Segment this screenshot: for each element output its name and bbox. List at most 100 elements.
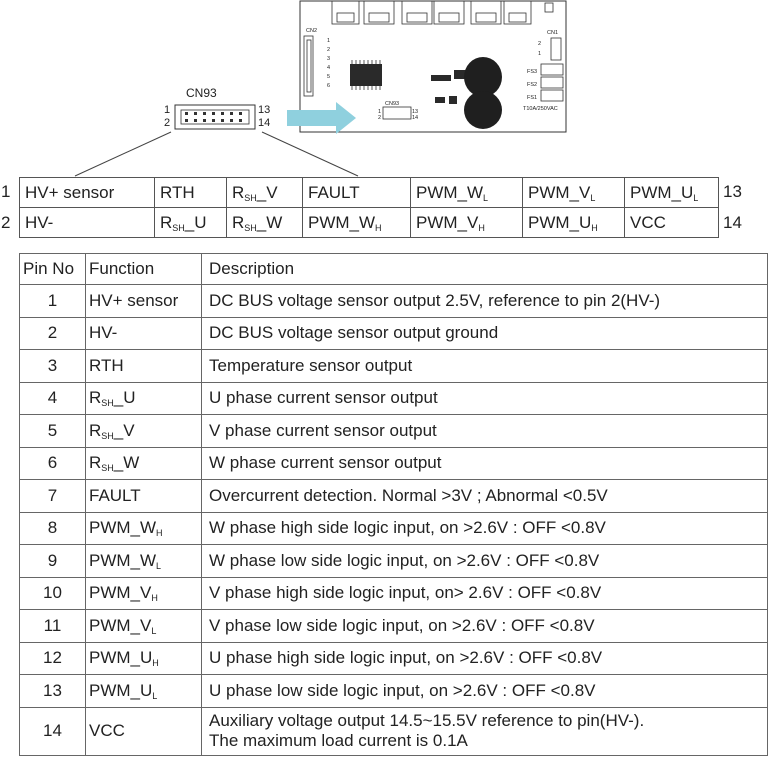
function-subscript: L bbox=[156, 560, 162, 571]
pin-number-cell: 7 bbox=[19, 479, 86, 513]
pin-grid-cell: HV+ sensor bbox=[19, 177, 155, 208]
cn2-label: CN2 bbox=[306, 28, 317, 34]
cn2-pin-label: 6 bbox=[327, 83, 330, 89]
function-subscript: SH bbox=[101, 463, 114, 474]
function-header: Function bbox=[85, 253, 202, 285]
cn93-small-pin-label: 1 bbox=[378, 109, 381, 115]
description-cell: Auxiliary voltage output 14.5~15.5V refe… bbox=[201, 706, 768, 756]
pin-grid-cell-text: VCC bbox=[630, 212, 666, 232]
description-cell: U phase high side logic input, on >2.6V … bbox=[201, 641, 768, 675]
pin-number-cell: 4 bbox=[19, 381, 86, 415]
function-suffix: _U bbox=[113, 388, 136, 408]
cn2-pin-label: 2 bbox=[327, 47, 330, 53]
description-cell: U phase current sensor output bbox=[201, 381, 768, 415]
function-cell: PWM_UL bbox=[85, 674, 202, 708]
description-cell: Overcurrent detection. Normal >3V ; Abno… bbox=[201, 479, 768, 513]
pin-number-cell: 1 bbox=[19, 284, 86, 318]
description-cell: W phase high side logic input, on >2.6V … bbox=[201, 511, 768, 545]
pin-number-cell: 8 bbox=[19, 511, 86, 545]
cn1-pin-label: 2 bbox=[538, 41, 541, 47]
function-cell: PWM_VH bbox=[85, 576, 202, 610]
pin-grid-cell: PWM_UH bbox=[522, 207, 625, 238]
cn93-small-pin-label: 13 bbox=[412, 109, 418, 115]
pin-grid-cell: FAULT bbox=[302, 177, 411, 208]
function-text: R bbox=[89, 453, 102, 473]
pin-no-header: Pin No bbox=[19, 253, 86, 285]
cn93-small-pin-label: 14 bbox=[412, 115, 418, 121]
pin-grid-cell: HV- bbox=[19, 207, 155, 238]
description-cell: DC BUS voltage sensor output 2.5V, refer… bbox=[201, 284, 768, 318]
description-cell: W phase current sensor output bbox=[201, 446, 768, 480]
pin-grid-cell: RSH_W bbox=[226, 207, 303, 238]
fs2-label: FS2 bbox=[527, 82, 537, 88]
pin-grid-cell-subscript: H bbox=[478, 222, 485, 233]
function-cell: RTH bbox=[85, 349, 202, 383]
cn2-pin-label: 4 bbox=[327, 65, 330, 71]
table-header-row: Pin No Function Description bbox=[19, 253, 768, 285]
arrow-icon bbox=[287, 102, 356, 134]
pin-number-cell: 14 bbox=[19, 706, 86, 756]
grid-row-14-number: 14 bbox=[723, 213, 742, 232]
grid-row-2-number: 2 bbox=[1, 213, 11, 232]
function-cell: VCC bbox=[85, 706, 202, 756]
function-subscript: L bbox=[152, 690, 158, 701]
function-subscript: H bbox=[152, 658, 159, 669]
pin-grid-cell: RSH_U bbox=[154, 207, 227, 238]
pin-grid-cell: RTH bbox=[154, 177, 227, 208]
cn93-label: CN93 bbox=[186, 86, 217, 100]
function-text: R bbox=[89, 420, 102, 440]
pin-grid-cell: PWM_WH bbox=[302, 207, 411, 238]
pin-grid-cell-text: PWM_W bbox=[308, 212, 376, 232]
function-cell: FAULT bbox=[85, 479, 202, 513]
pin-number-cell: 10 bbox=[19, 576, 86, 610]
pin-number-cell: 12 bbox=[19, 641, 86, 675]
pin-grid-cell-text: RTH bbox=[160, 182, 195, 202]
function-subscript: H bbox=[156, 528, 163, 539]
function-cell: HV- bbox=[85, 316, 202, 350]
function-cell: PWM_VL bbox=[85, 609, 202, 643]
pin-grid-cell-subscript: L bbox=[590, 192, 596, 203]
pin-grid-cell-subscript: H bbox=[591, 222, 598, 233]
pin-number-cell: 9 bbox=[19, 544, 86, 578]
description-cell: V phase low side logic input, on >2.6V :… bbox=[201, 609, 768, 643]
pin-number-cell: 2 bbox=[19, 316, 86, 350]
pin-number-cell: 13 bbox=[19, 674, 86, 708]
pin-grid-cell-text: R bbox=[232, 182, 245, 202]
cn93-connector bbox=[174, 104, 256, 130]
fs1-label: FS1 bbox=[527, 95, 537, 101]
function-cell: PWM_WH bbox=[85, 511, 202, 545]
function-text: PWM_W bbox=[89, 518, 157, 538]
grid-row-1-number: 1 bbox=[1, 182, 11, 201]
function-subscript: H bbox=[151, 593, 158, 604]
function-suffix: _W bbox=[113, 453, 140, 473]
pin-number-cell: 6 bbox=[19, 446, 86, 480]
pin-number-cell: 11 bbox=[19, 609, 86, 643]
function-text: HV+ sensor bbox=[89, 290, 179, 310]
pin-grid-cell-suffix: _V bbox=[256, 182, 278, 202]
pin-grid-cell-suffix: _W bbox=[256, 212, 283, 232]
pin-grid-cell-text: FAULT bbox=[308, 182, 360, 202]
function-text: PWM_U bbox=[89, 648, 153, 668]
fuse-rating-label: T10A/250VAC bbox=[523, 106, 558, 112]
function-cell: RSH_W bbox=[85, 446, 202, 480]
description-cell: V phase current sensor output bbox=[201, 414, 768, 448]
pin-grid-cell-subscript: SH bbox=[244, 192, 257, 203]
function-cell: HV+ sensor bbox=[85, 284, 202, 318]
function-text: R bbox=[89, 388, 102, 408]
function-cell: RSH_V bbox=[85, 414, 202, 448]
function-subscript: SH bbox=[101, 398, 114, 409]
function-cell: PWM_UH bbox=[85, 641, 202, 675]
pin-grid-cell: PWM_UL bbox=[624, 177, 719, 208]
